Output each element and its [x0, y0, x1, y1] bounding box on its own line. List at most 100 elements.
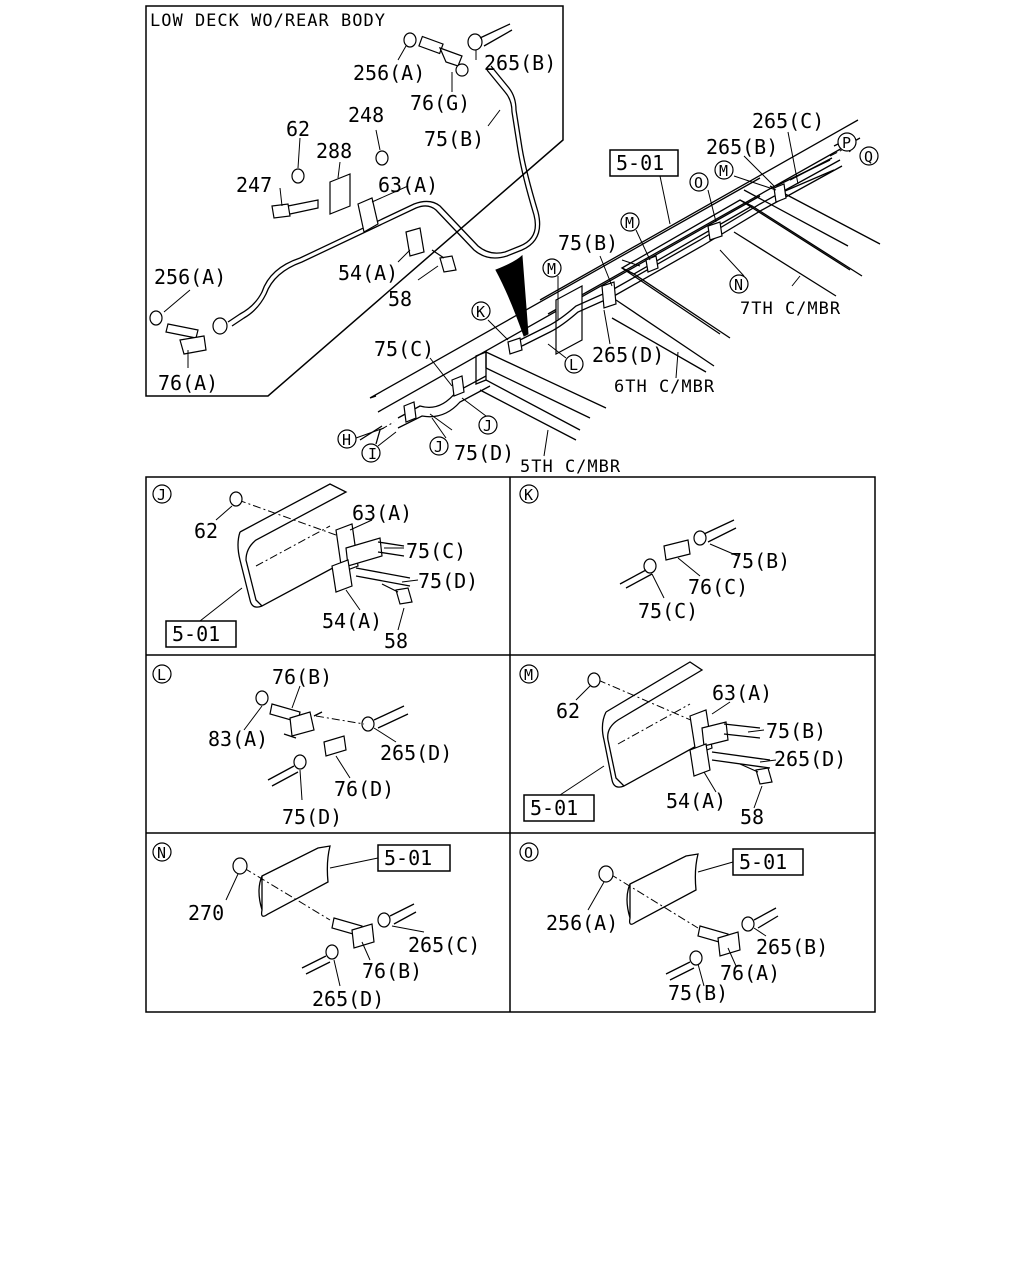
detail-j-label-62: 62 [194, 519, 218, 543]
union-76g [418, 35, 444, 55]
detail-j-letter: J [152, 484, 172, 504]
main-label-265b: 265(B) [706, 135, 778, 159]
svg-text:L: L [157, 666, 166, 684]
detail-m-label-58: 58 [740, 805, 764, 829]
detail-o-channel [626, 853, 699, 925]
clamp-main-4 [773, 183, 787, 203]
detail-n-flare-nut-265d [325, 944, 339, 960]
callout-m-2: M [620, 212, 640, 232]
detail-l-label-83a: 83(A) [208, 727, 268, 751]
detail-l-label-76d: 76(D) [334, 777, 394, 801]
detail-m-nut-62 [587, 672, 601, 688]
pipe-75b-inset [227, 69, 537, 323]
cross-member-6th [611, 267, 731, 373]
main-label-265d: 265(D) [592, 343, 664, 367]
detail-m-label-75b: 75(B) [766, 719, 826, 743]
detail-m-letter: M [519, 664, 539, 684]
top-inset: LOW DECK WO/REAR BODY 256(A) 265(B) 76(G… [145, 5, 564, 397]
inset-label-256a-bottom: 256(A) [154, 265, 226, 289]
svg-text:M: M [625, 214, 634, 232]
detail-l-pipe-265d [373, 705, 409, 729]
detail-n-flare-nut-265c [377, 912, 391, 928]
pipe-265b-inset [479, 23, 513, 47]
detail-k-label-76c: 76(C) [688, 575, 748, 599]
detail-m-pipe-265d [711, 751, 771, 769]
clamp-main-3 [601, 281, 617, 309]
detail-j-channel [237, 483, 348, 608]
joint-main-o [707, 221, 723, 241]
label-6th-cross-member: 6TH C/MBR [614, 377, 715, 397]
svg-text:M: M [719, 162, 728, 180]
detail-o-nut-256a [598, 865, 614, 883]
detail-l-label-76b: 76(B) [272, 665, 332, 689]
detail-j-ref-box [165, 620, 237, 648]
inset-label-62: 62 [286, 117, 310, 141]
detail-n-pipe-265c [389, 903, 417, 925]
detail-n-label-265c: 265(C) [408, 933, 480, 957]
detail-l-nut-83a [255, 690, 269, 706]
svg-text:M: M [547, 260, 556, 278]
bolt-58-inset [431, 249, 457, 273]
detail-k: K 75(B) 76(C) 75(C) [519, 484, 790, 623]
detail-o-flare-nut-265b [741, 916, 755, 932]
detail-n-label-270: 270 [188, 901, 224, 925]
detail-m: M 5-01 62 63(A) 75(B) 265(D) 54(A) 58 [519, 661, 846, 829]
ref-box-5-01-main-text: 5-01 [616, 151, 664, 175]
detail-n-label-265d: 265(D) [312, 987, 384, 1011]
detail-l-flare-nut-75d [293, 754, 307, 770]
callout-j-1: J [478, 415, 498, 435]
svg-text:O: O [694, 174, 703, 192]
nut-62-inset [291, 168, 305, 184]
detail-k-flare-nut-75c [643, 558, 657, 574]
svg-text:N: N [734, 276, 743, 294]
detail-j-nut-62 [229, 491, 243, 507]
callout-p: P [837, 132, 857, 152]
detail-o-pipe-265b [753, 907, 779, 929]
ref-box-5-01-main [609, 149, 679, 177]
detail-m-ref-box [523, 794, 595, 822]
svg-text:J: J [157, 486, 166, 504]
detail-grid [145, 476, 876, 1013]
detail-m-clip-54a [689, 743, 711, 777]
joint-main-m [645, 255, 659, 273]
main-view: 5-01 265(C) 265(B) 75(B) 265(D) 75(C) 75… [337, 109, 881, 477]
inset-label-248: 248 [348, 103, 384, 127]
detail-o-letter: O [519, 842, 539, 862]
detail-n-label-76b: 76(B) [362, 959, 422, 983]
detail-l-label-75d: 75(D) [282, 805, 342, 829]
callout-o: O [689, 172, 709, 192]
detail-o-flare-nut-75b [689, 950, 703, 966]
svg-text:H: H [342, 431, 351, 449]
inset-label-75b: 75(B) [424, 127, 484, 151]
callout-q: Q [859, 146, 879, 166]
callout-n: N [729, 274, 749, 294]
nut-256a-bottom [149, 310, 163, 326]
detail-k-flare-nut-75b [693, 530, 707, 546]
main-label-265c: 265(C) [752, 109, 824, 133]
callout-m-1: M [714, 160, 734, 180]
inset-label-76a: 76(A) [158, 371, 218, 395]
clamp-main-2 [451, 375, 465, 397]
union-76a-inset [165, 323, 199, 339]
detail-o-ref-box-text: 5-01 [739, 850, 787, 874]
svg-text:J: J [434, 438, 443, 456]
detail-m-channel [601, 661, 704, 788]
cross-member-5th [479, 351, 607, 441]
detail-n-channel [258, 845, 331, 917]
detail-j-pipe-75d [355, 567, 411, 587]
inset-label-58: 58 [388, 287, 412, 311]
detail-l-union-76d [323, 735, 347, 757]
callout-l: L [564, 354, 584, 374]
svg-text:K: K [476, 303, 485, 321]
svg-text:N: N [157, 844, 166, 862]
clip-54a-inset [405, 227, 425, 257]
tee-76g [438, 46, 463, 67]
inset-label-288: 288 [316, 139, 352, 163]
detail-j-ref-box-text: 5-01 [172, 622, 220, 646]
main-label-75d: 75(D) [454, 441, 514, 465]
detail-n: N 5-01 270 265(C) 76(B) 265(D) [152, 842, 480, 1011]
inset-label-256a-top: 256(A) [353, 61, 425, 85]
clamp-main-1 [403, 401, 417, 423]
detail-o-label-256a: 256(A) [546, 911, 618, 935]
detail-m-ref-box-text: 5-01 [530, 796, 578, 820]
